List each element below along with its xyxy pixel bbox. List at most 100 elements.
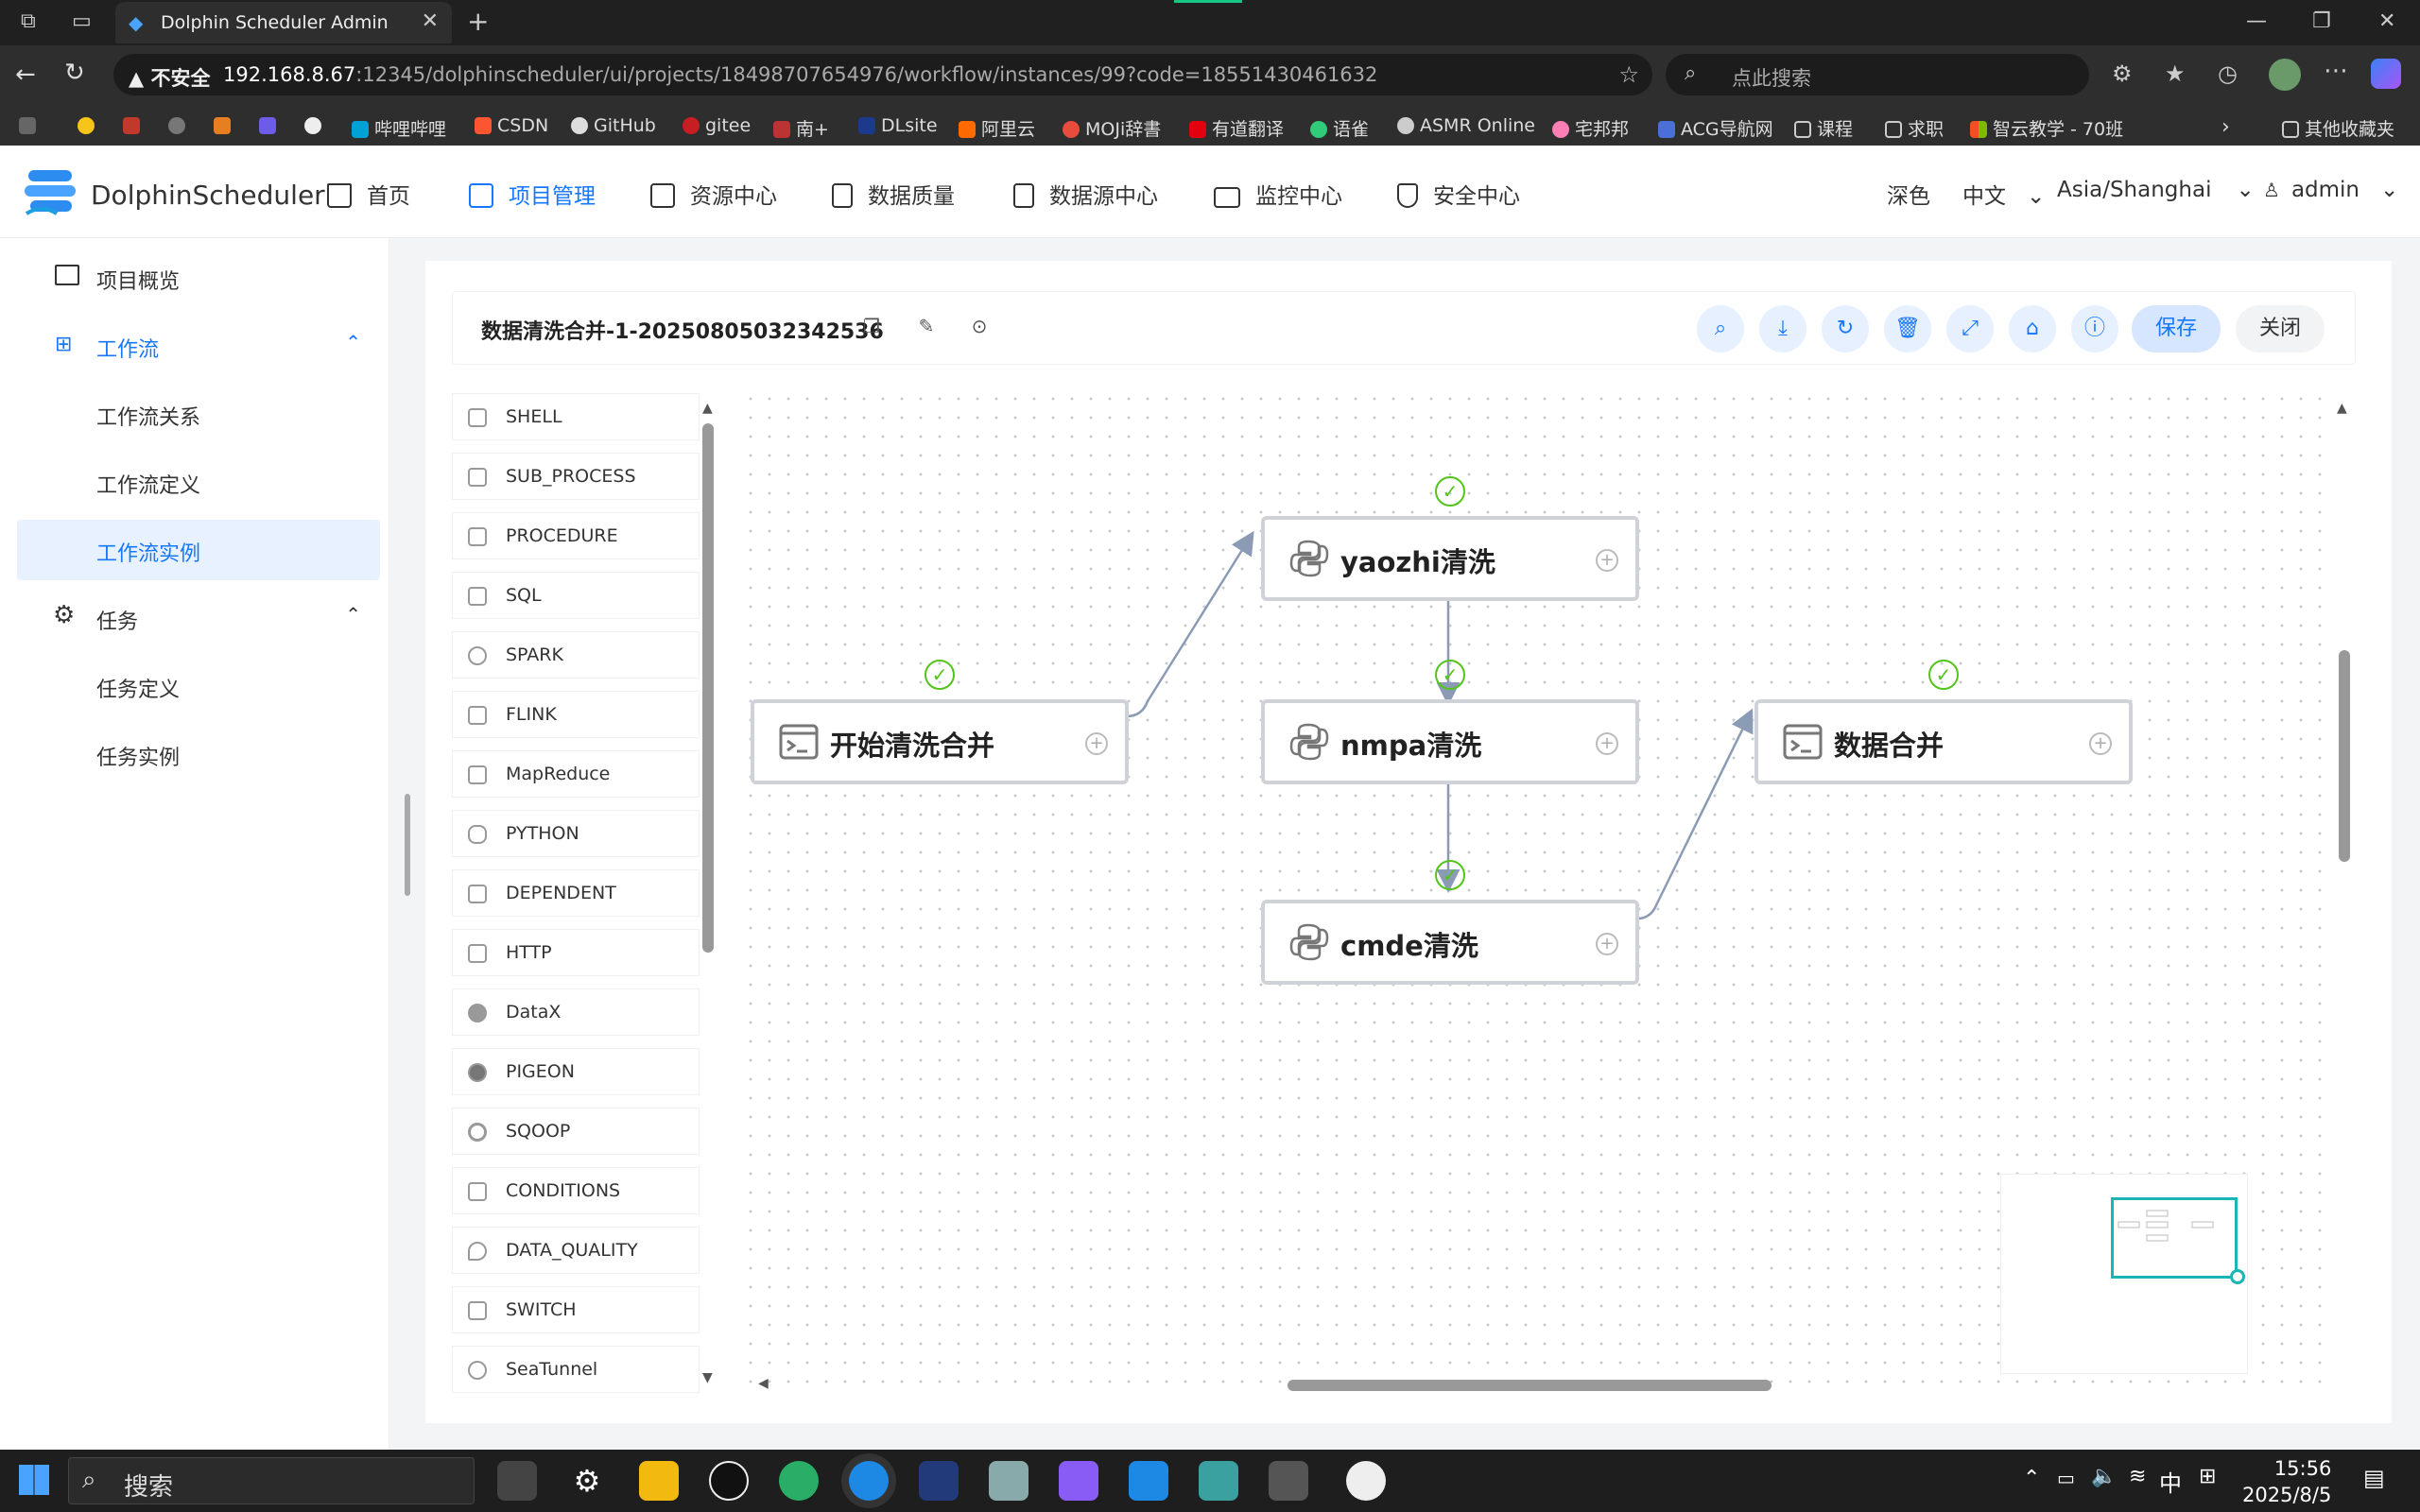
history-icon[interactable]: ◷	[2218, 60, 2238, 87]
tool-datax[interactable]: DataX	[452, 988, 700, 1036]
bookmark-icon-1[interactable]	[19, 115, 42, 136]
workspaces-icon[interactable]: ⧉	[21, 9, 36, 33]
bookmark-icon-4[interactable]	[168, 115, 191, 136]
bookmark-asmr[interactable]: ASMR Online	[1397, 115, 1535, 136]
notification-icon[interactable]: ▤	[2363, 1465, 2385, 1491]
browser-tab[interactable]: ◆ Dolphin Scheduler Admin ✕	[115, 2, 452, 43]
url-field[interactable]: ▲ 不安全 192.168.8.67:12345/dolphinschedule…	[113, 54, 1652, 95]
canvas-horizontal-scrollbar[interactable]	[1288, 1380, 1772, 1391]
search-node-button[interactable]: ⌕	[1697, 305, 1744, 352]
nav-data-quality[interactable]: 数据质量	[832, 178, 955, 210]
sidebar-item-task-instance[interactable]: 任务实例	[96, 747, 181, 770]
tool-mapreduce[interactable]: MapReduce	[452, 750, 700, 798]
bookmark-moji[interactable]: MOJi辞書	[1063, 115, 1161, 141]
minimap-resize-handle[interactable]	[2230, 1269, 2245, 1284]
tool-switch[interactable]: SWITCH	[452, 1286, 700, 1333]
bookmark-dlsite[interactable]: DLsite	[858, 115, 938, 136]
nav-datasource-center[interactable]: 数据源中心	[1013, 178, 1158, 210]
restore-icon[interactable]: ❐	[2312, 9, 2331, 33]
bookmark-icon-3[interactable]	[123, 115, 146, 136]
sidebar-item-workflow-relation[interactable]: 工作流关系	[96, 406, 201, 430]
bookmark-zhiyun[interactable]: 智云教学 - 70班	[1970, 115, 2123, 141]
bookmark-folder-course[interactable]: 课程	[1794, 115, 1853, 141]
browser-search-box[interactable]: ⌕ 点此搜索	[1666, 54, 2089, 95]
volume-icon[interactable]: 🔈	[2091, 1465, 2118, 1488]
taskbar-app-8[interactable]	[989, 1461, 1028, 1501]
bookmark-southplus[interactable]: 南+	[773, 115, 829, 141]
tool-python[interactable]: PYTHON	[452, 810, 700, 857]
add-icon[interactable]: +	[2089, 732, 2112, 755]
bookmark-icon-5[interactable]	[214, 115, 236, 136]
bookmark-aliyun[interactable]: 阿里云	[959, 115, 1035, 141]
bookmark-icon-7[interactable]	[304, 115, 327, 136]
bookmark-acg[interactable]: ACG导航网	[1658, 115, 1773, 141]
tool-sql[interactable]: SQL	[452, 572, 700, 619]
profile-avatar[interactable]	[2269, 59, 2301, 91]
delete-button[interactable]: 🗑	[1884, 305, 1931, 352]
refresh-button[interactable]: ↻	[1822, 305, 1869, 352]
add-icon[interactable]: +	[1596, 549, 1618, 572]
download-button[interactable]: ⤓	[1759, 305, 1806, 352]
taskbar-app-7[interactable]	[919, 1461, 959, 1501]
bookmark-gitee[interactable]: gitee	[683, 115, 751, 136]
run-icon[interactable]: ⊙	[971, 315, 988, 337]
copilot-icon[interactable]	[2371, 59, 2401, 89]
add-icon[interactable]: +	[1596, 933, 1618, 955]
fullscreen-button[interactable]: ⤢	[1946, 305, 1994, 352]
bookmark-youdao[interactable]: 有道翻译	[1189, 115, 1284, 141]
sidebar-item-workflow[interactable]: ⊞ 工作流 ⌃	[55, 331, 361, 362]
extensions-icon[interactable]: ⚙	[2112, 60, 2133, 87]
nav-home[interactable]: 首页	[327, 178, 410, 210]
timezone-select[interactable]: Asia/Shanghai⌄	[2057, 178, 2255, 202]
nav-project-management[interactable]: 项目管理	[469, 178, 596, 210]
sidebar-resize-handle[interactable]	[405, 794, 410, 896]
bookmark-csdn[interactable]: CSDN	[475, 115, 548, 136]
file-explorer-icon[interactable]	[639, 1461, 679, 1501]
close-button[interactable]: 关闭	[2236, 305, 2325, 352]
nav-monitor-center[interactable]: 监控中心	[1214, 178, 1342, 210]
info-button[interactable]: ⓘ	[2071, 305, 2118, 352]
theme-toggle[interactable]: 深色	[1887, 184, 1930, 209]
taskbar-app-12[interactable]	[1269, 1461, 1308, 1501]
close-tab-icon[interactable]: ✕	[421, 9, 439, 33]
dag-node-cmde[interactable]: cmde清洗 +	[1261, 900, 1639, 985]
favorites-icon[interactable]: ★	[2165, 60, 2186, 87]
tool-pigeon[interactable]: PIGEON	[452, 1048, 700, 1095]
taskbar-app-11[interactable]	[1199, 1461, 1238, 1501]
minimap[interactable]	[2000, 1174, 2248, 1374]
tool-flink[interactable]: FLINK	[452, 691, 700, 738]
language-select[interactable]: 中文⌄	[1962, 184, 2046, 209]
ime-mode-icon[interactable]: ⊞	[2199, 1465, 2217, 1488]
refresh-icon[interactable]: ↻	[64, 59, 85, 87]
dag-node-start-clean[interactable]: 开始清洗合并 +	[751, 699, 1129, 784]
brand-name[interactable]: DolphinScheduler	[91, 180, 325, 211]
tool-dependent[interactable]: DEPENDENT	[452, 869, 700, 917]
close-window-icon[interactable]: ✕	[2378, 9, 2396, 33]
more-menu-icon[interactable]: ⋯	[2324, 57, 2348, 85]
rename-icon[interactable]: ✎	[918, 315, 935, 337]
battery-icon[interactable]: ▭	[2057, 1467, 2075, 1489]
bookmark-yuque[interactable]: 语雀	[1310, 115, 1369, 141]
tool-conditions[interactable]: CONDITIONS	[452, 1167, 700, 1214]
tool-sub-process[interactable]: SUB_PROCESS	[452, 453, 700, 500]
dolphinscheduler-logo[interactable]	[23, 166, 83, 219]
taskbar-app-13[interactable]	[1346, 1461, 1386, 1501]
minimize-icon[interactable]: —	[2246, 9, 2267, 33]
taskbar-clock[interactable]: 15:56 2025/8/5	[2242, 1455, 2331, 1508]
taskbar-app-1[interactable]	[497, 1461, 537, 1501]
tool-procedure[interactable]: PROCEDURE	[452, 512, 700, 559]
sidebar-item-task[interactable]: ⚙ 任务 ⌃	[53, 601, 361, 634]
toolbox-scroll-up-icon[interactable]: ▲	[702, 401, 713, 416]
copy-icon[interactable]: ❐	[863, 315, 880, 337]
tool-http[interactable]: HTTP	[452, 929, 700, 976]
tool-shell[interactable]: SHELL	[452, 393, 700, 440]
canvas-vertical-scrollbar[interactable]	[2339, 650, 2350, 862]
wifi-icon[interactable]: ≋	[2129, 1465, 2147, 1488]
nav-resource-center[interactable]: 资源中心	[650, 178, 777, 210]
sidebar-item-project-overview[interactable]: 项目概览	[17, 248, 380, 308]
sidebar-item-task-definition[interactable]: 任务定义	[96, 679, 181, 702]
nav-security-center[interactable]: 安全中心	[1397, 178, 1520, 210]
toolbox-scrollbar[interactable]	[702, 423, 714, 953]
tool-seatunnel[interactable]: SeaTunnel	[452, 1346, 700, 1393]
dag-node-data-merge[interactable]: 数据合并 +	[1754, 699, 2133, 784]
